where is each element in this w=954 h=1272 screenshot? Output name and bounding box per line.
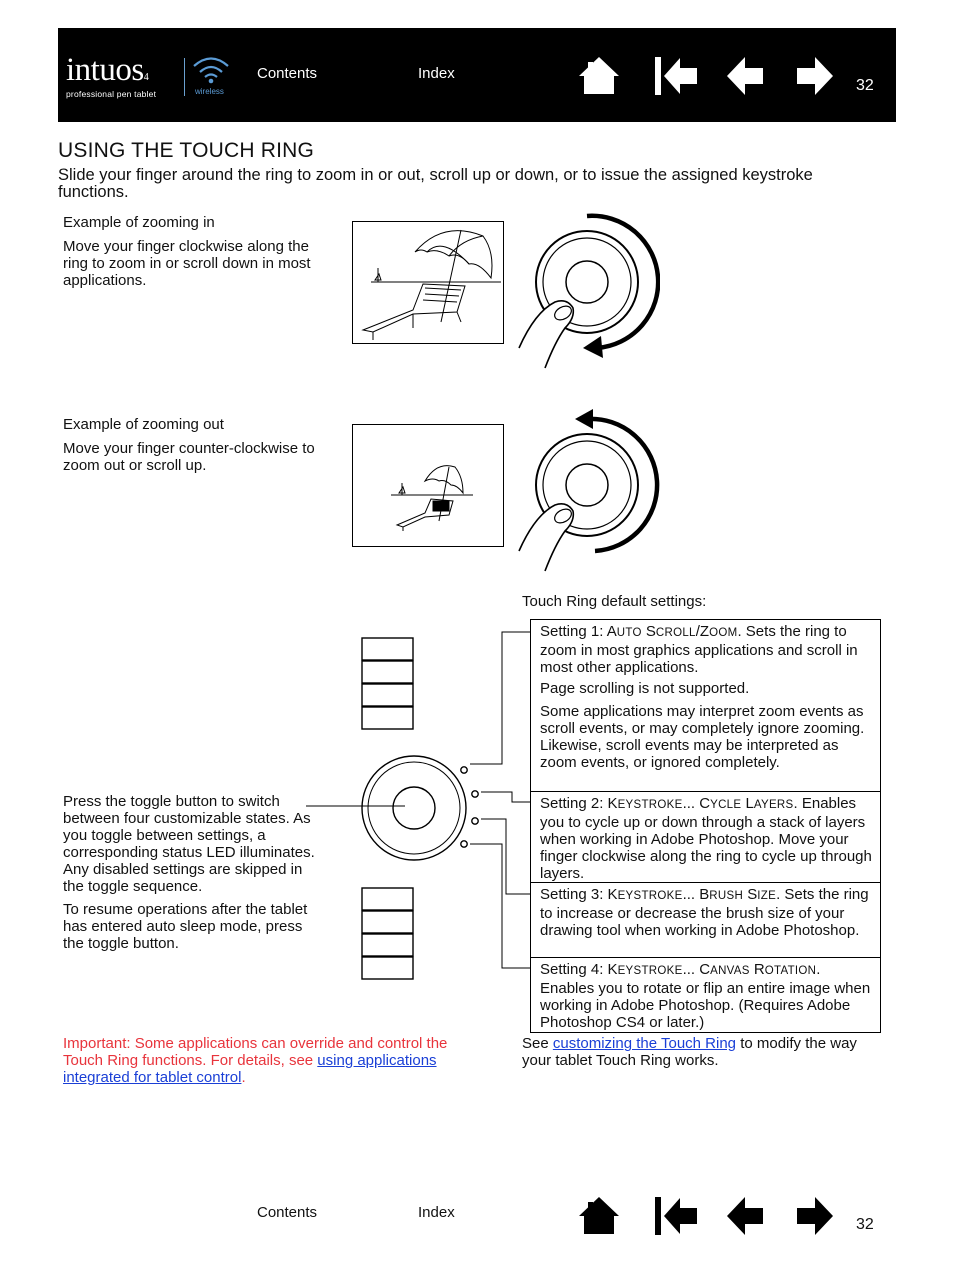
footer-page-number: 32 bbox=[856, 1216, 874, 1233]
touch-ring-clockwise-diagram bbox=[518, 213, 660, 369]
intro-text: Slide your finger around the ring to zoo… bbox=[58, 166, 813, 201]
settings-divider bbox=[531, 957, 880, 958]
setting-1-note-page-scroll: Page scrolling is not supported. bbox=[540, 680, 750, 697]
toggle-button-text: Press the toggle button to switch betwee… bbox=[63, 793, 315, 895]
footer-index-link[interactable]: Index bbox=[418, 1204, 455, 1221]
page-title: USING THE TOUCH RING bbox=[58, 139, 315, 162]
zoom-in-heading: Example of zooming in bbox=[63, 214, 215, 231]
express-key bbox=[361, 660, 414, 684]
footer-contents-link[interactable]: Contents bbox=[257, 1204, 318, 1221]
previous-page-icon[interactable] bbox=[726, 1196, 764, 1236]
beach-illustration-large bbox=[352, 221, 504, 344]
beach-illustration-small bbox=[352, 424, 504, 547]
previous-page-icon[interactable] bbox=[726, 56, 764, 96]
settings-divider bbox=[531, 882, 880, 883]
setting-4: Setting 4: KEYSTROKE... CANVAS ROTATION.… bbox=[540, 961, 871, 1031]
auto-sleep-text: To resume operations after the tablet ha… bbox=[63, 901, 308, 952]
express-key bbox=[361, 910, 414, 934]
zoom-out-heading: Example of zooming out bbox=[63, 416, 224, 433]
header-index-link[interactable]: Index bbox=[418, 65, 455, 82]
first-page-icon[interactable] bbox=[654, 1196, 698, 1236]
home-icon[interactable] bbox=[578, 1196, 620, 1236]
next-page-icon[interactable] bbox=[796, 1196, 834, 1236]
header-page-number: 32 bbox=[856, 77, 874, 94]
wireless-icon bbox=[193, 57, 229, 84]
setting-1: Setting 1: AUTO SCROLL/ZOOM. Sets the ri… bbox=[540, 623, 858, 676]
tablet-controls-diagram bbox=[306, 631, 530, 980]
settings-table: Setting 1: AUTO SCROLL/ZOOM. Sets the ri… bbox=[530, 619, 881, 1033]
customizing-touch-ring-link[interactable]: customizing the Touch Ring bbox=[552, 1035, 737, 1052]
setting-2: Setting 2: KEYSTROKE... CYCLE LAYERS. En… bbox=[540, 795, 872, 882]
intuos-logo: intuos4 professional pen tablet bbox=[66, 52, 157, 100]
next-page-icon[interactable] bbox=[796, 56, 834, 96]
header-contents-link[interactable]: Contents bbox=[257, 65, 318, 82]
home-icon[interactable] bbox=[578, 56, 620, 96]
express-key bbox=[361, 637, 414, 661]
touch-ring-counterclockwise-diagram bbox=[518, 409, 660, 572]
express-key bbox=[361, 933, 414, 957]
express-key bbox=[361, 683, 414, 707]
express-key bbox=[361, 706, 414, 730]
see-also-note: See customizing the Touch Ring to modify… bbox=[522, 1035, 857, 1069]
important-note: Important: Some applications can overrid… bbox=[63, 1035, 448, 1086]
integrated-apps-link[interactable]: using applications integrated for tablet… bbox=[63, 1052, 437, 1086]
settings-divider bbox=[531, 791, 880, 792]
setting-3: Setting 3: KEYSTROKE... BRUSH SIZE. Sets… bbox=[540, 886, 869, 939]
setting-1-note-zoom: Some applications may interpret zoom eve… bbox=[540, 703, 865, 771]
zoom-out-text: Move your finger counter-clockwise to zo… bbox=[63, 440, 315, 474]
zoom-in-text: Move your finger clockwise along the rin… bbox=[63, 238, 311, 289]
settings-heading: Touch Ring default settings: bbox=[522, 593, 707, 610]
express-key bbox=[361, 887, 414, 911]
first-page-icon[interactable] bbox=[654, 56, 698, 96]
logo-separator bbox=[184, 58, 185, 96]
express-key bbox=[361, 956, 414, 980]
wireless-label: wireless bbox=[195, 87, 224, 96]
